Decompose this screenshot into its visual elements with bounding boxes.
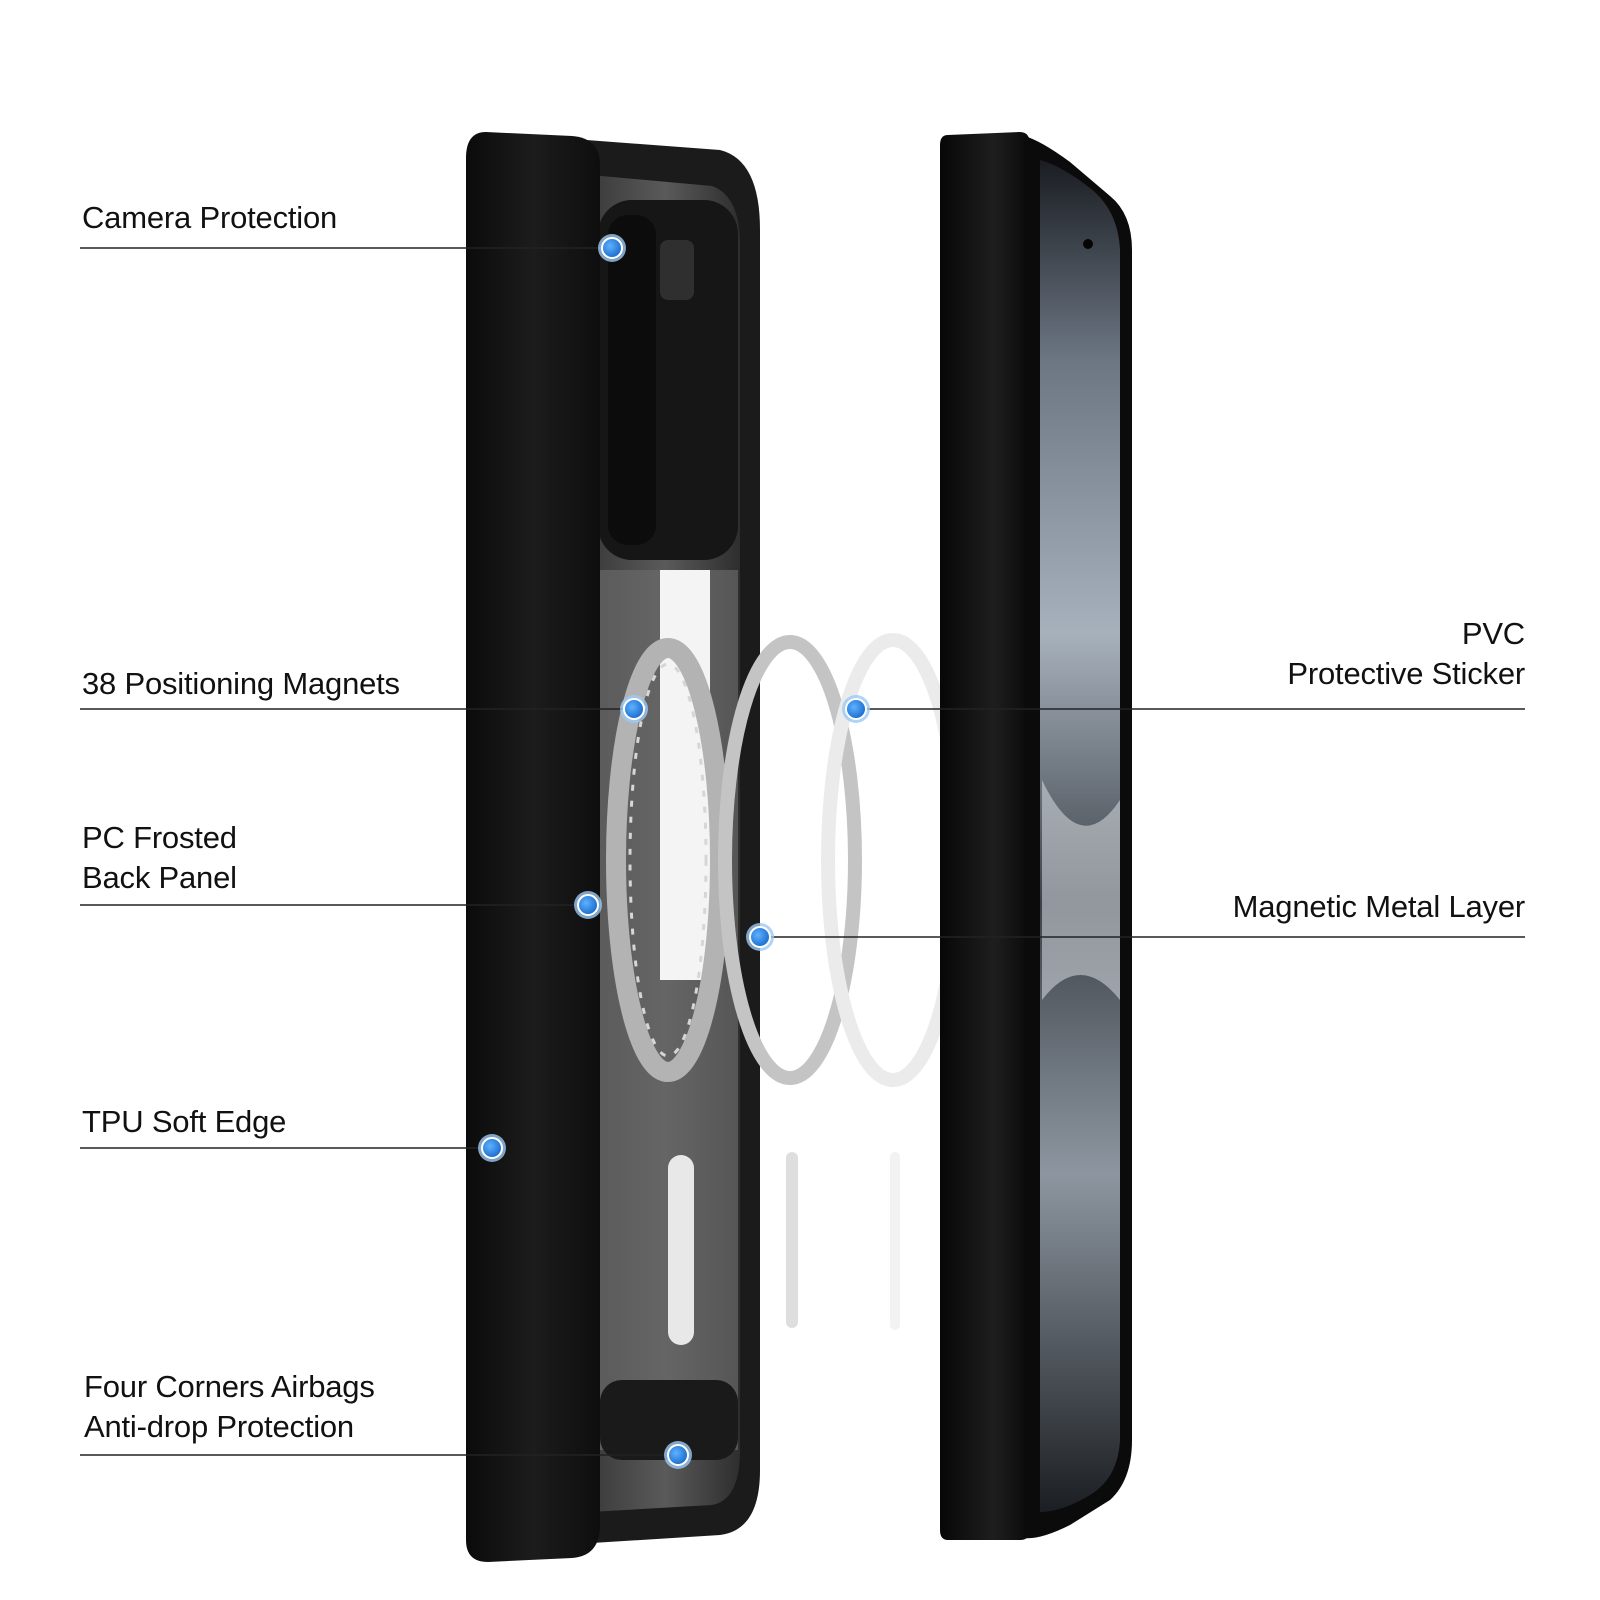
marker-metal bbox=[746, 923, 774, 951]
label-corner-airbags: Four Corners Airbags Anti-drop Protectio… bbox=[84, 1367, 375, 1447]
label-positioning-magnets-line1: 38 Positioning Magnets bbox=[82, 666, 400, 701]
label-corner-airbags-line2: Anti-drop Protection bbox=[84, 1409, 354, 1444]
label-pc-back-panel-line2: Back Panel bbox=[82, 860, 237, 895]
marker-pvc bbox=[842, 695, 870, 723]
camera-button-upper bbox=[660, 240, 694, 300]
label-corner-airbags-line1: Four Corners Airbags bbox=[84, 1369, 375, 1404]
label-pc-back-panel: PC Frosted Back Panel bbox=[82, 818, 237, 898]
magnetic-metal-ring bbox=[718, 635, 862, 1085]
marker-tpu bbox=[478, 1134, 506, 1162]
callout-markers bbox=[478, 234, 870, 1469]
leader-lines bbox=[80, 247, 1525, 1456]
label-pc-back-panel-line1: PC Frosted bbox=[82, 820, 237, 855]
camera-cutout bbox=[608, 215, 656, 545]
label-pvc-sticker: PVC Protective Sticker bbox=[1287, 614, 1525, 694]
marker-magnets bbox=[620, 695, 648, 723]
label-magnetic-metal-layer-line1: Magnetic Metal Layer bbox=[1232, 889, 1526, 924]
airbag-bottom bbox=[600, 1380, 738, 1460]
label-tpu-soft-edge-line1: TPU Soft Edge bbox=[82, 1104, 287, 1139]
label-magnetic-metal-layer: Magnetic Metal Layer bbox=[1232, 887, 1526, 927]
label-pvc-sticker-line1: PVC bbox=[1461, 616, 1525, 651]
case-magnet-ring-inner bbox=[628, 662, 708, 1058]
pvc-sticker-strip bbox=[890, 1152, 900, 1330]
metal-strip bbox=[786, 1152, 798, 1328]
label-camera-protection: Camera Protection bbox=[82, 198, 337, 238]
front-camera-icon bbox=[1083, 239, 1093, 249]
screen-wallpaper-wave bbox=[1042, 780, 1120, 1000]
label-pvc-sticker-line2: Protective Sticker bbox=[1287, 656, 1525, 691]
phone-side-frame bbox=[940, 132, 1030, 1540]
label-positioning-magnets: 38 Positioning Magnets bbox=[82, 664, 400, 704]
inner-bottom-slot bbox=[668, 1155, 694, 1345]
marker-camera bbox=[598, 234, 626, 262]
tpu-soft-edge-wall bbox=[466, 132, 600, 1562]
metal-ring-layer bbox=[718, 635, 862, 1328]
phone-case bbox=[466, 132, 760, 1562]
foldable-phone bbox=[940, 132, 1132, 1540]
label-camera-protection-line1: Camera Protection bbox=[82, 200, 338, 235]
label-tpu-soft-edge: TPU Soft Edge bbox=[82, 1102, 286, 1142]
marker-airbags bbox=[664, 1441, 692, 1469]
marker-back-panel bbox=[574, 891, 602, 919]
